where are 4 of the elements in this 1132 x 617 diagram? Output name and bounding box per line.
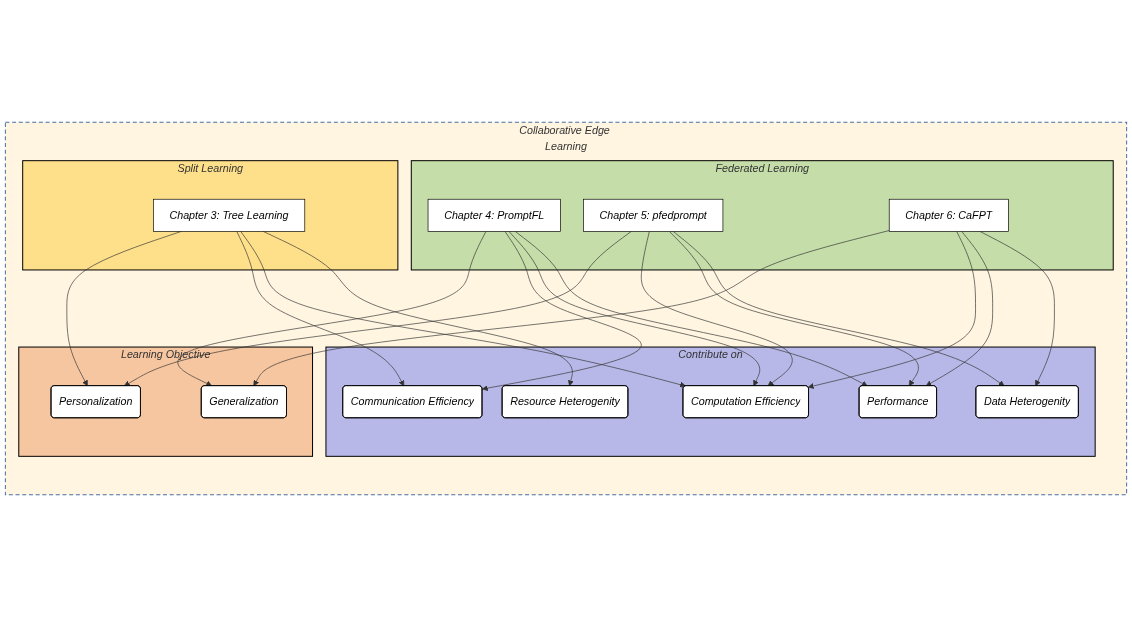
node-box: Chapter 3: Tree Learning — [153, 198, 306, 232]
node-box: Chapter 5: pfedprompt — [583, 198, 724, 232]
node-box: Chapter 4: PromptFL — [427, 198, 561, 232]
node-box: Chapter 6: CaFPT — [888, 198, 1009, 232]
